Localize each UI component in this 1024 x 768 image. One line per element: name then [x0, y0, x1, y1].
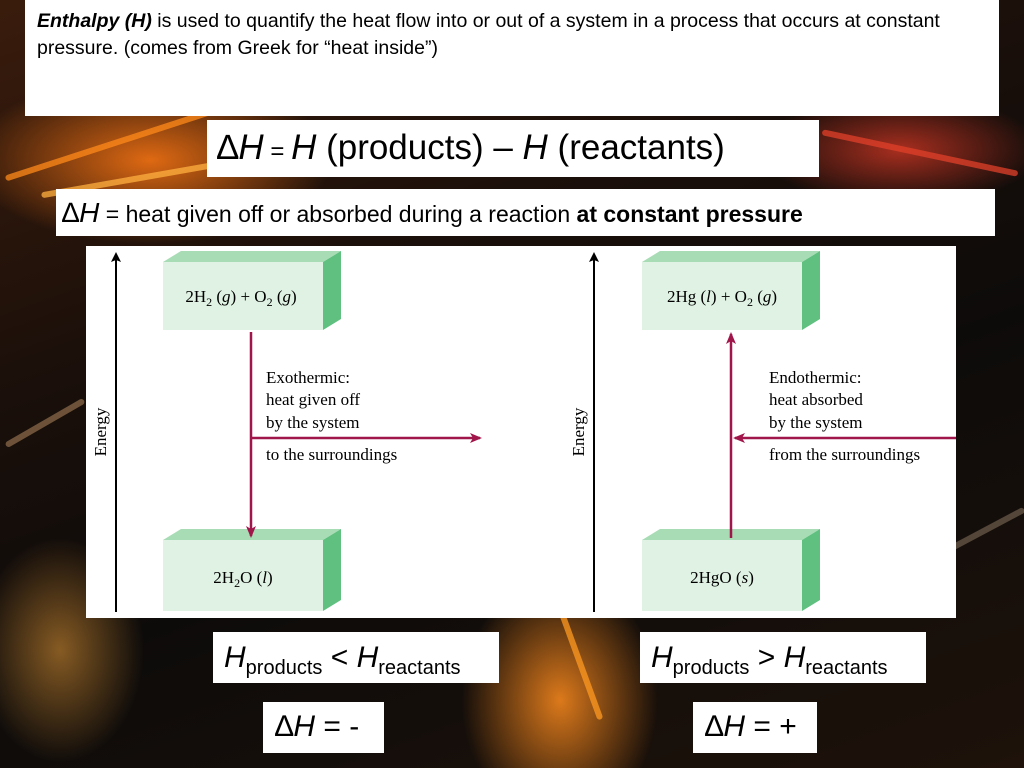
enthalpy-symbol: H: [723, 710, 746, 743]
delta-symbol: ∆: [217, 128, 239, 167]
energy-axis-label: Energy: [569, 407, 588, 456]
enthalpy-symbol: H: [783, 641, 806, 674]
background-streak: [821, 129, 1019, 177]
reactant-level-box: 2H2 (g) + O2 (g): [163, 251, 341, 330]
endothermic-desc-2: by the system: [769, 413, 863, 432]
delta-symbol: ∆: [275, 710, 294, 743]
enthalpy-symbol: H: [651, 641, 673, 674]
positive-sign-value: = +: [745, 710, 797, 743]
enthalpy-definition-line-text: ∆H = heat given off or absorbed during a…: [62, 198, 803, 229]
reactants-subscript: reactants: [805, 657, 888, 679]
definition-phrase: = heat given off or absorbed during a re…: [99, 201, 577, 227]
enthalpy-symbol: H: [238, 128, 264, 167]
less-than-sign: <: [322, 641, 357, 674]
enthalpy-definition-line: ∆H = heat given off or absorbed during a…: [56, 189, 995, 236]
comparison-exothermic: Hproducts < Hreactants: [213, 632, 499, 683]
definition-text: Enthalpy (H) is used to quantify the hea…: [37, 8, 987, 62]
product-level-box: 2H2O (l): [163, 529, 341, 611]
enthalpy-symbol: H: [224, 641, 246, 674]
sign-endothermic: ∆H = +: [693, 702, 817, 753]
equals-sign: =: [263, 138, 292, 165]
energy-diagram-panel: Energy 2H2 (g) + O2 (g) 2H2O (l) Exother…: [86, 246, 956, 618]
exothermic-desc-1: heat given off: [266, 390, 360, 409]
reactants-label: (reactants): [547, 128, 725, 167]
definition-body: is used to quantify the heat flow into o…: [37, 10, 940, 59]
energy-axis-label: Energy: [91, 407, 110, 456]
greater-than-sign: >: [749, 641, 784, 674]
product-formula: 2Hg (l) + O2 (g): [667, 287, 777, 309]
energy-diagram: Energy 2H2 (g) + O2 (g) 2H2O (l) Exother…: [91, 251, 956, 612]
equation-enthalpy-change-text: ∆H = H (products) – H (reactants): [217, 128, 725, 172]
definition-box: Enthalpy (H) is used to quantify the hea…: [25, 0, 999, 116]
delta-symbol: ∆: [705, 710, 724, 743]
products-subscript: products: [245, 657, 323, 679]
reactants-subscript: reactants: [378, 657, 461, 679]
product-formula: 2H2O (l): [213, 568, 272, 590]
enthalpy-symbol: H: [356, 641, 379, 674]
definition-term: Enthalpy (H): [37, 10, 152, 32]
enthalpy-symbol: H: [293, 710, 316, 743]
endothermic-desc-1: heat absorbed: [769, 390, 863, 409]
exothermic-desc-3: to the surroundings: [266, 445, 397, 464]
sign-exothermic: ∆H = -: [263, 702, 384, 753]
constant-pressure-emphasis: at constant pressure: [576, 201, 803, 227]
negative-sign-value: = -: [315, 710, 360, 743]
endothermic-label: Endothermic:: [769, 368, 862, 387]
reactant-formula: 2HgO (s): [690, 568, 754, 587]
delta-symbol: ∆: [62, 197, 80, 228]
enthalpy-symbol: H: [291, 128, 317, 167]
products-subscript: products: [672, 657, 750, 679]
endothermic-desc-3: from the surroundings: [769, 445, 920, 464]
sign-exothermic-text: ∆H = -: [275, 709, 359, 745]
enthalpy-symbol: H: [522, 128, 548, 167]
reactant-formula: 2H2 (g) + O2 (g): [185, 287, 296, 309]
enthalpy-symbol: H: [79, 197, 100, 228]
products-label: (products) –: [316, 128, 523, 167]
exothermic-label: Exothermic:: [266, 368, 350, 387]
exothermic-desc-2: by the system: [266, 413, 360, 432]
sign-endothermic-text: ∆H = +: [705, 709, 797, 745]
background-streak: [556, 605, 604, 721]
comparison-endothermic-text: Hproducts > Hreactants: [651, 640, 888, 686]
equation-enthalpy-change: ∆H = H (products) – H (reactants): [207, 120, 819, 177]
comparison-endothermic: Hproducts > Hreactants: [640, 632, 926, 683]
comparison-exothermic-text: Hproducts < Hreactants: [224, 640, 461, 686]
background-streak: [4, 397, 86, 449]
reactant-level-box: 2HgO (s): [642, 529, 820, 611]
product-level-box: 2Hg (l) + O2 (g): [642, 251, 820, 330]
